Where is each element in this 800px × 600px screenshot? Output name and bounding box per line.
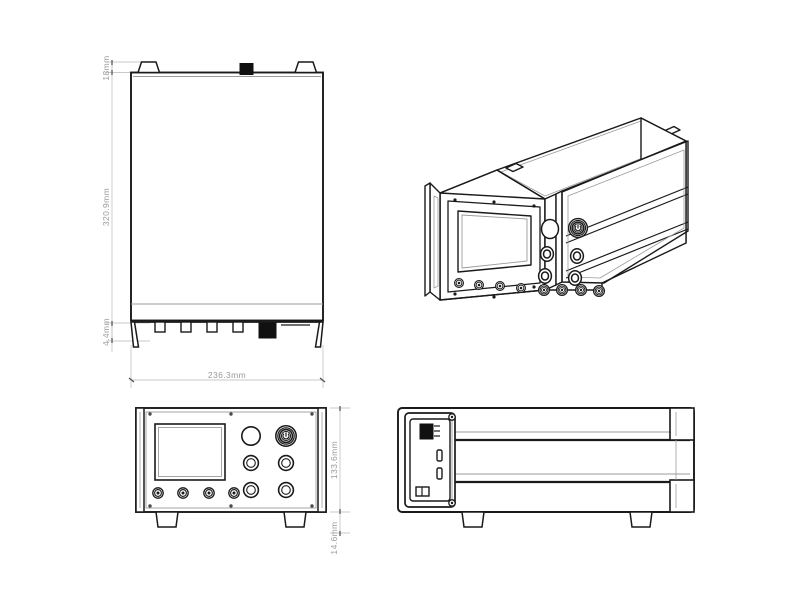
iso-left-rail-inner [433, 195, 439, 289]
front-knob-4[interactable] [277, 481, 295, 499]
iso-jack-5 [537, 283, 551, 297]
iso-right-rail-edge [555, 190, 563, 286]
iso-groove-2b [565, 228, 689, 279]
iso-knob-1-inner [542, 249, 552, 259]
side-view-rear-panel [404, 412, 456, 508]
iso-screw-bm [492, 295, 496, 299]
iso-knob-group [537, 218, 585, 286]
side-rail-cap-bottom [669, 479, 695, 513]
iso-power-button[interactable] [567, 217, 589, 239]
top-view-chassis-outline [130, 71, 324, 322]
side-view-feet [461, 511, 653, 528]
front-jack-1[interactable] [152, 487, 164, 499]
top-view-rear-connector [239, 63, 254, 75]
front-screw-tl [148, 412, 152, 416]
side-rail-cap-top [669, 407, 695, 441]
side-vent-slot-1 [436, 449, 443, 462]
iso-screw-tm [492, 200, 496, 204]
front-view-screws [148, 412, 314, 508]
front-bracket-left [130, 321, 140, 348]
front-view-lcd-screen-inner [158, 427, 222, 477]
side-screw-top-core [450, 415, 454, 419]
front-screw-bm [229, 504, 233, 508]
front-view-large-knob[interactable] [241, 425, 262, 446]
side-foot-right [629, 511, 653, 528]
top-view-rear-handles [136, 61, 318, 74]
iso-jack-4 [515, 282, 527, 294]
front-knob-1[interactable] [242, 454, 260, 472]
top-view-body [130, 71, 324, 323]
iso-left-rail [429, 182, 441, 301]
front-tab-2 [180, 321, 192, 333]
front-tab-1 [154, 321, 166, 333]
front-screw-br [310, 504, 314, 508]
side-screw-bottom-core [450, 501, 454, 505]
front-view-dim-foot-height: 14.6mm [329, 521, 339, 554]
iso-large-knob [540, 218, 560, 240]
top-view-front-connector [258, 322, 277, 339]
top-view-dim-front-lip: 4.4mm [101, 318, 111, 346]
front-view-power-button[interactable] [274, 424, 298, 448]
top-view-dimension-arrows [111, 60, 326, 383]
iso-groove-2 [565, 221, 689, 272]
front-knob-3[interactable] [242, 481, 260, 499]
iso-side-panel-outline [561, 140, 689, 284]
iso-knob-4-inner [570, 273, 580, 283]
front-view-dim-height: 133.6mm [329, 441, 339, 479]
top-view-dim-width: 236.3mm [208, 370, 246, 380]
iso-jack-8 [592, 284, 606, 298]
front-jack-4[interactable] [228, 487, 240, 499]
rear-handle-left [136, 61, 161, 74]
front-foot-left [155, 511, 179, 528]
iso-screw-tl [453, 198, 457, 202]
front-tab-3 [206, 321, 218, 333]
front-foot-right [283, 511, 307, 528]
top-view-front-brackets [130, 321, 324, 348]
top-view-front-tabs [154, 321, 244, 333]
top-view: 18mm 320.9mm 4.4mm 236.3mm [101, 55, 326, 388]
front-bracket-right [314, 321, 324, 348]
front-tab-4 [232, 321, 244, 333]
side-view [397, 407, 695, 528]
iso-front-bezel [447, 200, 541, 293]
iso-screw-tr [532, 204, 536, 208]
iso-jack-2 [473, 279, 485, 291]
top-view-dim-depth: 320.9mm [101, 188, 111, 226]
front-screw-bl [148, 504, 152, 508]
rear-handle-right [293, 61, 318, 74]
front-view-bezel [145, 411, 317, 509]
iso-jack-3 [494, 280, 506, 292]
isometric-view [424, 117, 689, 301]
side-rear-connector [419, 423, 434, 440]
iso-jack-6 [555, 283, 569, 297]
side-view-rail-caps [669, 407, 695, 513]
front-screw-tm [229, 412, 233, 416]
iso-screw-bl [453, 292, 457, 296]
side-view-chassis [397, 407, 695, 513]
iso-groove-1b [565, 193, 689, 244]
iso-screw-br [532, 285, 536, 289]
iso-jack-1 [453, 277, 465, 289]
front-jack-2[interactable] [177, 487, 189, 499]
front-jack-3[interactable] [203, 487, 215, 499]
iso-screws [453, 198, 536, 299]
iso-knob-3-inner [572, 251, 582, 261]
iso-knob-2-inner [540, 271, 550, 281]
front-view: 133.6mm 14.6mm [135, 406, 350, 555]
top-view-dim-rear-tab: 18mm [101, 55, 111, 80]
front-view-rails [135, 407, 327, 513]
iso-lcd-screen-inner [461, 214, 528, 269]
side-view-rail-grooves [452, 431, 690, 484]
iso-left-rail-edge [424, 182, 431, 297]
front-screw-tr [310, 412, 314, 416]
front-view-feet [155, 511, 307, 528]
front-knob-2[interactable] [277, 454, 295, 472]
side-foot-left [461, 511, 485, 528]
side-vent-slot-2 [436, 467, 443, 480]
iso-front-top-edge [439, 169, 498, 194]
iso-top-handle [505, 162, 524, 173]
iso-side-panel-inner [567, 149, 685, 279]
iso-jack-7 [574, 283, 588, 297]
